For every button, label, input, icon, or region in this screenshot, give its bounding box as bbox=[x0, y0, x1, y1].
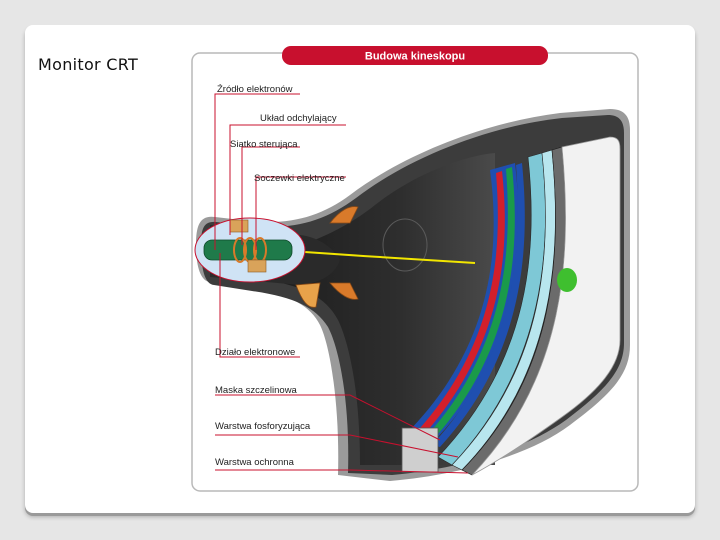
electron-gun bbox=[194, 217, 306, 283]
label-electron-source: Źródło elektronów bbox=[217, 84, 293, 95]
electron-beam bbox=[289, 250, 476, 264]
label-electron-gun: Działo elektronowe bbox=[215, 347, 295, 358]
banner bbox=[282, 46, 548, 65]
label-shadow-mask: Maska szczelinowa bbox=[215, 385, 298, 396]
label-phosphor-layer: Warstwa fosforyzująca bbox=[215, 421, 311, 432]
phosphor-stripes bbox=[405, 163, 525, 447]
callout-lines bbox=[214, 93, 469, 474]
label-electric-lenses: Soczewki elektryczne bbox=[254, 173, 345, 184]
banner-title: Budowa kineskopu bbox=[365, 51, 465, 63]
label-deflection-system: Układ odchylający bbox=[260, 113, 337, 124]
slide-title: Monitor CRT bbox=[38, 55, 139, 74]
screen-face bbox=[471, 136, 621, 476]
label-protective-layer: Warstwa ochronna bbox=[215, 457, 295, 468]
crt-diagram: Budowa kineskopu bbox=[190, 45, 640, 493]
green-spot bbox=[557, 268, 577, 292]
label-control-grid: Siatko sterująca bbox=[230, 139, 298, 150]
screen-edge bbox=[401, 427, 439, 473]
tube-cone bbox=[260, 153, 495, 465]
neck-ring bbox=[382, 218, 428, 272]
deflection-coils bbox=[295, 206, 359, 308]
